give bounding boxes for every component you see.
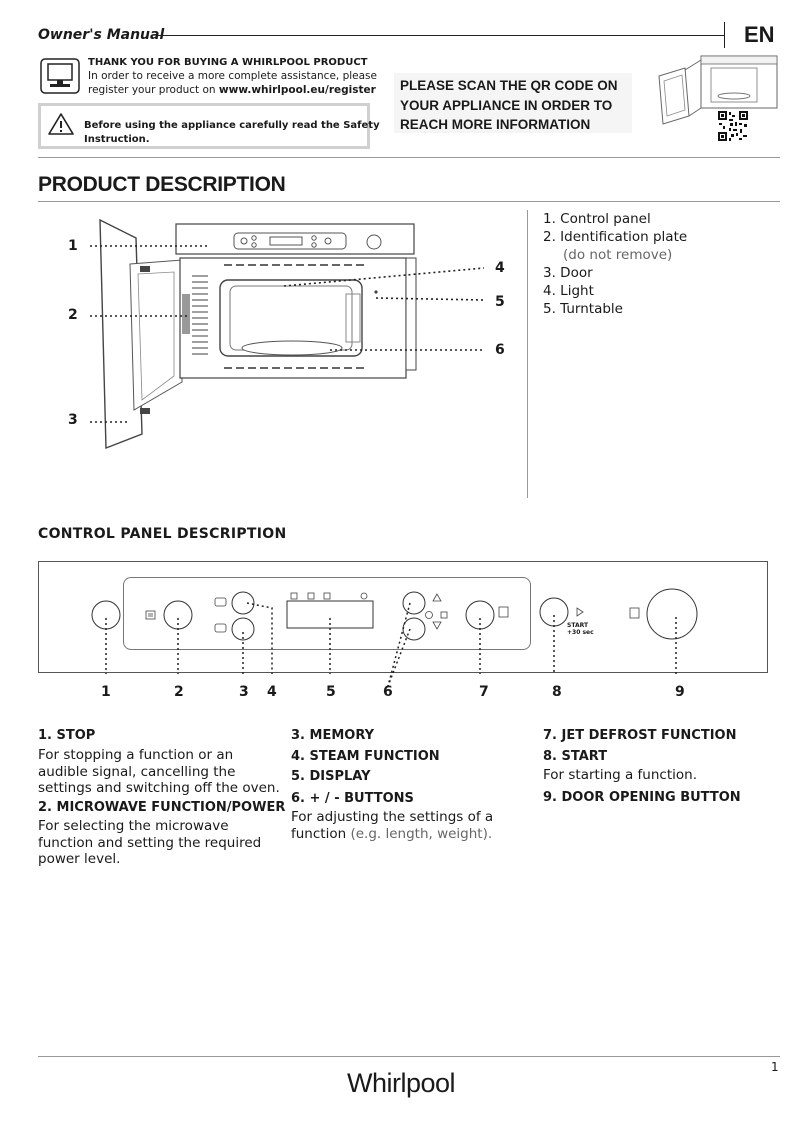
thanks-text-2: register your product on www.whirlpool.e… bbox=[88, 84, 376, 96]
control-panel-diagram bbox=[91, 588, 698, 686]
panel-number-3: 3 bbox=[239, 684, 249, 700]
appliance-qr-illustration bbox=[658, 55, 778, 141]
panel-number-2: 2 bbox=[174, 684, 184, 700]
monitor-icon bbox=[40, 58, 80, 94]
header-rule bbox=[158, 35, 725, 36]
callout-4: 4 bbox=[495, 260, 505, 276]
thanks-text-prefix: register your product on bbox=[88, 84, 219, 96]
stop-desc-line: audible signal, cancelling the bbox=[38, 763, 236, 780]
part-item-note: (do not remove) bbox=[563, 247, 673, 263]
qr-code-icon bbox=[718, 111, 748, 141]
callout-5: 5 bbox=[495, 294, 505, 310]
microwave-heading: 2. MICROWAVE FUNCTION/POWER bbox=[38, 800, 286, 815]
steam-heading: 4. STEAM FUNCTION bbox=[291, 749, 440, 764]
door-open-heading: 9. DOOR OPENING BUTTON bbox=[543, 790, 741, 805]
panel-number-5: 5 bbox=[326, 684, 336, 700]
panel-number-7: 7 bbox=[479, 684, 489, 700]
start-label: START +30 sec bbox=[567, 622, 594, 636]
safety-line-2: Instruction. bbox=[84, 134, 150, 145]
column-divider bbox=[527, 210, 528, 498]
microwave-desc-line: power level. bbox=[38, 851, 121, 867]
warning-icon bbox=[48, 113, 74, 135]
footer-rule bbox=[38, 1056, 780, 1057]
control-panel-frame bbox=[38, 561, 768, 673]
thanks-text-1: In order to receive a more complete assi… bbox=[88, 70, 377, 82]
qr-line-2: YOUR APPLIANCE IN ORDER TO bbox=[400, 97, 613, 113]
part-item: 1. Control panel bbox=[543, 211, 651, 227]
microwave-desc-line: function and setting the required bbox=[38, 834, 262, 851]
display-heading: 5. DISPLAY bbox=[291, 769, 371, 784]
plus-minus-heading: 6. + / - BUTTONS bbox=[291, 791, 414, 806]
panel-number-1: 1 bbox=[101, 684, 111, 700]
callout-6: 6 bbox=[495, 342, 505, 358]
microwave-desc-line: For selecting the microwave bbox=[38, 818, 229, 834]
qr-line-1: PLEASE SCAN THE QR CODE ON bbox=[400, 78, 618, 93]
header-bottom-rule bbox=[38, 157, 780, 158]
parts-list: 1. Control panel 2. Identification plate… bbox=[543, 210, 687, 318]
memory-button bbox=[231, 591, 255, 615]
control-panel-inner bbox=[123, 577, 531, 650]
plus-button bbox=[402, 591, 426, 615]
door-open-button bbox=[646, 588, 698, 640]
part-item: 5. Turntable bbox=[543, 301, 623, 317]
jet-defrost-heading: 7. JET DEFROST FUNCTION bbox=[543, 728, 737, 743]
part-item: 3. Door bbox=[543, 265, 593, 281]
product-description-heading: PRODUCT DESCRIPTION bbox=[38, 173, 286, 196]
callout-1: 1 bbox=[68, 238, 78, 254]
start-description: For starting a function. bbox=[543, 767, 697, 783]
start-label-text: START bbox=[567, 622, 589, 629]
start-sublabel-text: +30 sec bbox=[567, 629, 594, 636]
stop-description: For stopping a function or an audible si… bbox=[38, 747, 280, 797]
microwave-description: For selecting the microwave function and… bbox=[38, 818, 261, 868]
plus-minus-desc-line: function (e.g. length, weight). bbox=[291, 826, 493, 843]
control-panel-heading: CONTROL PANEL DESCRIPTION bbox=[38, 526, 287, 542]
display-window bbox=[286, 600, 374, 629]
stop-desc-line: settings and switching off the oven. bbox=[38, 780, 280, 796]
plus-minus-desc-text: function bbox=[291, 825, 351, 842]
start-heading: 8. START bbox=[543, 749, 608, 764]
page-number: 1 bbox=[771, 1060, 779, 1074]
oven-diagram bbox=[90, 218, 485, 450]
part-item: 2. Identification plate bbox=[543, 229, 688, 245]
callout-3: 3 bbox=[68, 412, 78, 428]
minus-button bbox=[402, 617, 426, 641]
part-item: 4. Light bbox=[543, 283, 594, 299]
plus-minus-description: For adjusting the settings of a function… bbox=[291, 809, 493, 842]
plus-minus-desc-example: (e.g. length, weight). bbox=[350, 825, 493, 842]
panel-number-6: 6 bbox=[383, 684, 393, 700]
stop-desc-line: For stopping a function or an bbox=[38, 747, 234, 763]
manual-title: Owner's Manual bbox=[38, 27, 165, 43]
section-rule bbox=[38, 201, 780, 202]
plus-minus-desc-line: For adjusting the settings of a bbox=[291, 809, 494, 825]
panel-number-9: 9 bbox=[675, 684, 685, 700]
qr-notice-box bbox=[394, 73, 632, 133]
safety-notice-box bbox=[38, 103, 370, 149]
callout-2: 2 bbox=[68, 307, 78, 323]
memory-heading: 3. MEMORY bbox=[291, 728, 375, 743]
panel-number-8: 8 bbox=[552, 684, 562, 700]
qr-notice: PLEASE SCAN THE QR CODE ON YOUR APPLIANC… bbox=[400, 76, 618, 135]
header-divider bbox=[724, 22, 725, 48]
register-link[interactable]: www.whirlpool.eu/register bbox=[218, 84, 376, 96]
safety-notice: Before using the appliance carefully rea… bbox=[84, 119, 380, 147]
thanks-heading: THANK YOU FOR BUYING A WHIRLPOOL PRODUCT bbox=[88, 57, 368, 68]
whirlpool-logo: Whirlpool bbox=[347, 1068, 456, 1098]
safety-line-1: Before using the appliance carefully rea… bbox=[84, 120, 380, 131]
qr-line-3: REACH MORE INFORMATION bbox=[400, 117, 591, 132]
language-code: EN bbox=[744, 22, 775, 47]
stop-heading: 1. STOP bbox=[38, 728, 96, 743]
steam-button bbox=[231, 617, 255, 641]
panel-number-4: 4 bbox=[267, 684, 277, 700]
